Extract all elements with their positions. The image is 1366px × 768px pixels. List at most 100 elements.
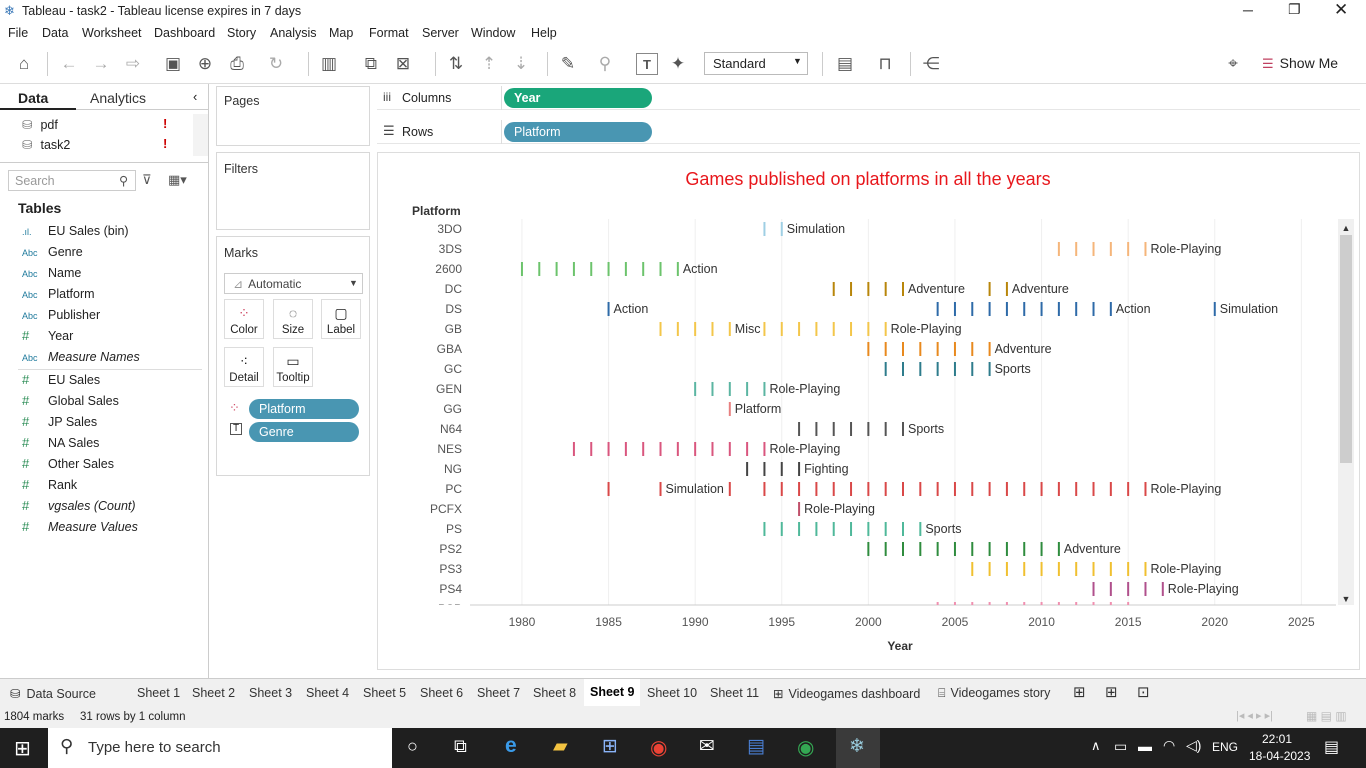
field-item[interactable]: #Measure Values <box>22 517 138 537</box>
columns-pill-year[interactable]: Year <box>504 88 652 108</box>
tab-story[interactable]: ⌸Videogames story <box>938 686 1050 701</box>
sources-scrollbar[interactable] <box>193 114 208 156</box>
highlight-icon[interactable]: ✎ <box>560 54 576 73</box>
new-story-tab-icon[interactable]: ⊡ <box>1137 684 1150 701</box>
field-item[interactable]: #NA Sales <box>22 433 99 453</box>
menu-format[interactable]: Format <box>369 26 409 40</box>
field-item[interactable]: #vgsales (Count) <box>22 496 136 516</box>
menu-window[interactable]: Window <box>471 26 516 40</box>
menu-map[interactable]: Map <box>329 26 354 40</box>
replay-icon[interactable]: ⇨ <box>125 54 141 73</box>
field-item[interactable]: #Year <box>22 326 73 346</box>
minimize-button[interactable]: ─ <box>1243 2 1253 18</box>
word-icon[interactable]: ▤ <box>747 736 765 757</box>
menu-file[interactable]: File <box>8 26 29 40</box>
tab-sheet[interactable]: Sheet 7 <box>477 686 521 700</box>
marks-pill-platform[interactable]: Platform <box>249 399 359 419</box>
show-me-button[interactable]: ☰Show Me <box>1262 55 1338 72</box>
clock-date[interactable]: 18-04-2023 <box>1249 749 1311 763</box>
color-button[interactable]: ⁘Color <box>224 299 264 339</box>
pages-shelf[interactable]: Pages <box>216 86 370 146</box>
store-icon[interactable]: ⊞ <box>602 736 618 757</box>
menu-help[interactable]: Help <box>531 26 557 40</box>
tab-data[interactable]: Data <box>0 84 76 110</box>
tab-sheet[interactable]: Sheet 8 <box>533 686 577 700</box>
search-input[interactable]: Search ⚲ <box>8 170 136 191</box>
field-item[interactable]: #Global Sales <box>22 391 119 411</box>
view-size-select[interactable]: Standard ▼ <box>704 52 808 75</box>
clock-time[interactable]: 22:01 <box>1262 732 1293 746</box>
sheet-view-icon[interactable]: ▦ ▤ ▥ <box>1306 709 1347 723</box>
duplicate-sheet-icon[interactable]: ⧉ <box>364 54 378 73</box>
clear-sheet-icon[interactable]: ⊠ <box>395 54 411 73</box>
size-button[interactable]: ◌Size <box>273 299 313 339</box>
language-indicator[interactable]: ENG <box>1212 740 1239 754</box>
group-members-icon[interactable]: ⚲ <box>598 54 612 73</box>
tab-dashboard[interactable]: ⊞Videogames dashboard <box>773 686 920 701</box>
tableau-taskbar-button[interactable]: ❄ <box>836 728 880 768</box>
menu-server[interactable]: Server <box>422 26 459 40</box>
tab-data-source[interactable]: ⛁Data Source <box>10 686 96 701</box>
chrome-icon[interactable]: ◉ <box>650 737 668 759</box>
tray-chevron-icon[interactable]: ∧ <box>1091 738 1101 753</box>
tab-sheet[interactable]: Sheet 6 <box>420 686 464 700</box>
tooltip-button[interactable]: ▭Tooltip <box>273 347 313 387</box>
taskbar-search-input[interactable]: ⚲ Type here to search <box>48 728 392 768</box>
rows-pill-platform[interactable]: Platform <box>504 122 652 142</box>
tab-sheet[interactable]: Sheet 10 <box>647 686 698 700</box>
show-mark-labels-icon[interactable]: T <box>636 53 658 75</box>
format-painter-icon[interactable]: ⌖ <box>1228 54 1238 73</box>
menu-story[interactable]: Story <box>227 26 257 40</box>
battery-icon[interactable]: ▭ <box>1114 738 1128 754</box>
tab-sheet[interactable]: Sheet 9 <box>584 679 641 706</box>
file-explorer-icon[interactable]: ▰ <box>553 736 568 757</box>
field-item[interactable]: #EU Sales <box>22 370 100 390</box>
show-cards-icon[interactable]: ▤ <box>836 54 854 73</box>
tab-analytics[interactable]: Analytics <box>76 84 208 110</box>
filters-shelf[interactable]: Filters <box>216 152 370 230</box>
swap-rows-columns-icon[interactable]: ⇅ <box>448 54 464 73</box>
collapse-pane-icon[interactable]: ‹ <box>193 89 198 104</box>
redo-icon[interactable]: → <box>92 54 110 73</box>
label-button[interactable]: ▢Label <box>321 299 361 339</box>
marks-pill-genre[interactable]: Genre <box>249 422 359 442</box>
filter-icon[interactable]: ⊽ <box>142 172 152 187</box>
tab-sheet[interactable]: Sheet 1 <box>137 686 181 700</box>
tab-sheet[interactable]: Sheet 2 <box>192 686 236 700</box>
field-item[interactable]: #JP Sales <box>22 412 97 432</box>
new-worksheet-tab-icon[interactable]: ⊞ <box>1073 684 1086 701</box>
field-item[interactable]: #Rank <box>22 475 77 495</box>
field-item[interactable]: .ıl.EU Sales (bin) <box>22 221 129 241</box>
windows-start-icon[interactable]: ⊞ <box>14 738 31 760</box>
new-data-source-icon[interactable]: ⊕ <box>197 54 213 73</box>
tab-sheet[interactable]: Sheet 4 <box>306 686 350 700</box>
share-icon[interactable]: ⋲ <box>922 54 940 73</box>
task-view-icon[interactable]: ⧉ <box>454 736 467 756</box>
presentation-mode-icon[interactable]: ⊓ <box>878 54 892 73</box>
pause-updates-icon[interactable]: ⎙ <box>230 54 244 73</box>
columns-shelf[interactable]: iii Columns Year <box>377 86 1360 110</box>
menu-analysis[interactable]: Analysis <box>270 26 317 40</box>
new-dashboard-tab-icon[interactable]: ⊞ <box>1105 684 1118 701</box>
cortana-icon[interactable]: ○ <box>407 736 418 756</box>
data-source-item[interactable]: ⛁task2 <box>22 137 70 152</box>
data-source-item[interactable]: ⛁pdf <box>22 117 58 132</box>
save-icon[interactable]: ▣ <box>164 54 182 73</box>
power-icon[interactable]: ▬ <box>1138 738 1152 754</box>
rows-shelf[interactable]: ☰ Rows Platform <box>377 120 1360 144</box>
home-icon[interactable]: ⌂ <box>18 54 30 73</box>
field-item[interactable]: #Other Sales <box>22 454 114 474</box>
sheet-nav-icon[interactable]: |◂ ◂ ▸ ▸| <box>1236 710 1273 722</box>
edge-icon[interactable]: e <box>505 734 517 757</box>
chrome-profile-icon[interactable]: ◉ <box>797 737 815 759</box>
new-worksheet-icon[interactable]: ▥ <box>320 54 338 73</box>
mail-icon[interactable]: ✉ <box>699 736 715 757</box>
detail-button[interactable]: ⁖Detail <box>224 347 264 387</box>
fix-axes-icon[interactable]: ✦ <box>670 54 686 73</box>
volume-icon[interactable]: ◁) <box>1186 737 1202 753</box>
